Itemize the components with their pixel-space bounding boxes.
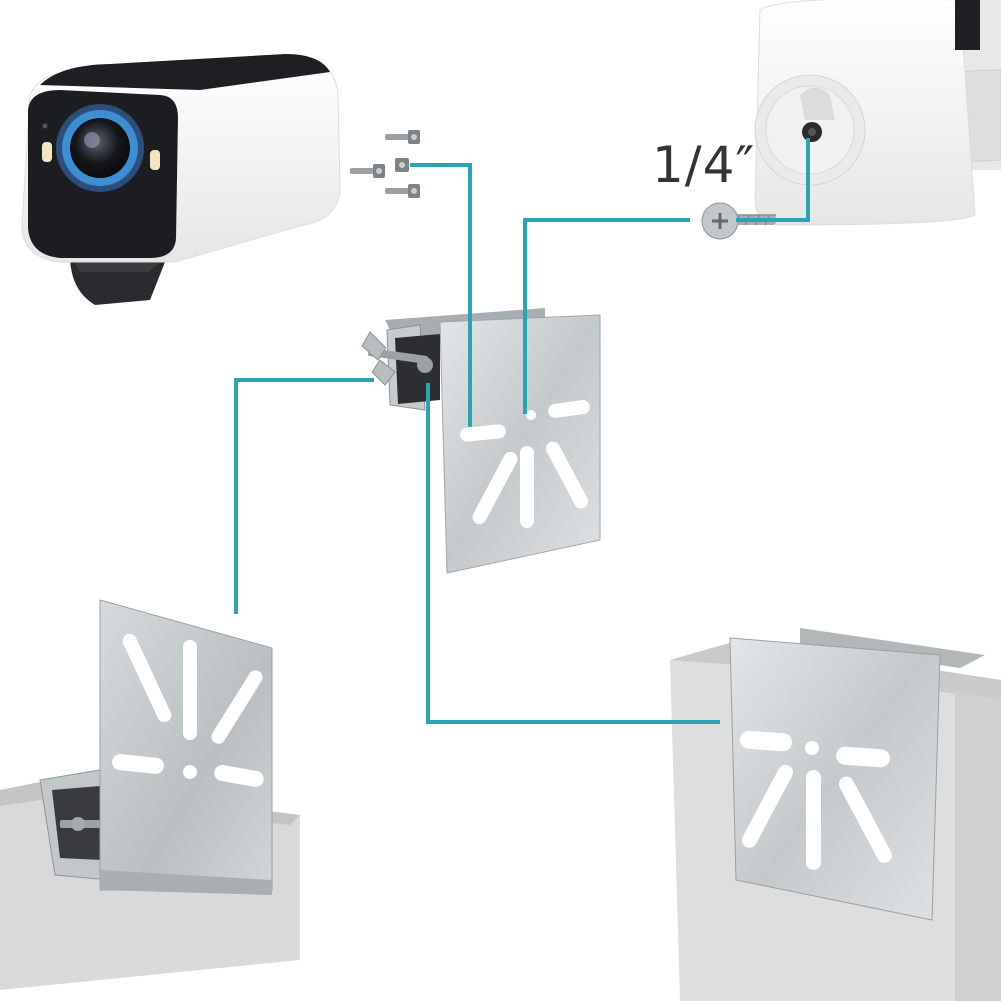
hex-bolt-icon: [395, 158, 409, 172]
thread-size-label: 1/4″: [652, 136, 756, 194]
hex-bolt-icon: [385, 184, 420, 198]
phillips-screw-icon: [701, 202, 776, 240]
connector-camera-mount-to-screw: [736, 138, 810, 222]
hex-bolt-icon: [350, 164, 385, 178]
security-camera-front: [21, 54, 341, 305]
bolt-set: [350, 130, 420, 198]
hex-bolt-icon: [385, 130, 420, 144]
connector-right-bracket: [426, 383, 720, 724]
connector-left-bracket: [234, 378, 374, 614]
clamp-bracket-center: [361, 308, 601, 574]
security-camera-rear: [754, 0, 1001, 226]
connector-lines: [234, 138, 810, 724]
clamp-bracket-right: [729, 628, 985, 921]
clamp-bracket-left: [39, 599, 273, 895]
connector-screw-to-bracket: [523, 218, 690, 414]
connector-bolts-to-bracket: [410, 163, 472, 427]
